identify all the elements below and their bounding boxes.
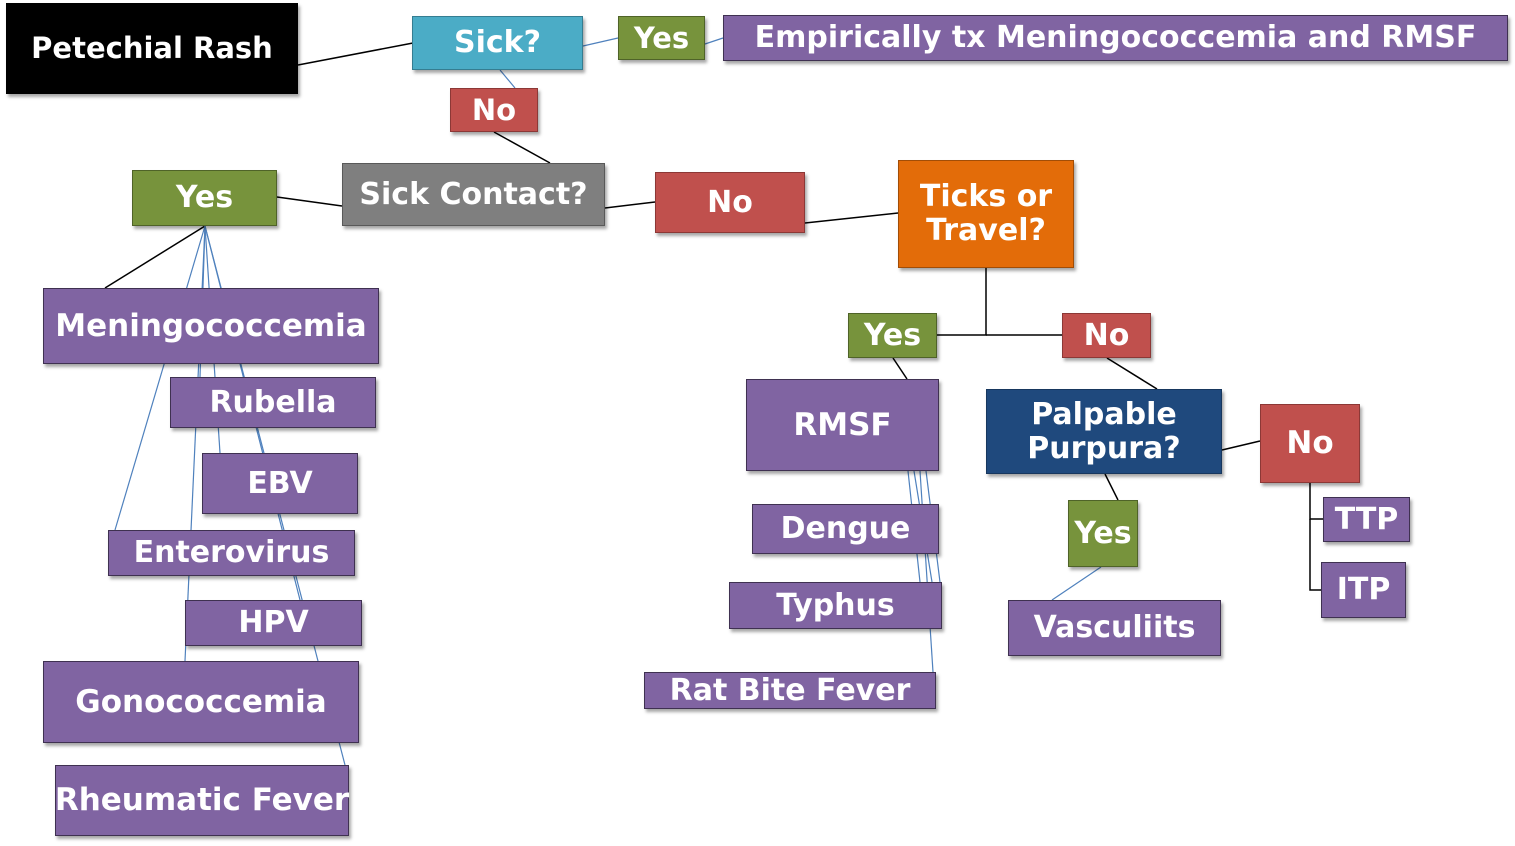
node-sick-yes: Yes — [618, 16, 705, 60]
node-rat-bite-fever: Rat Bite Fever — [644, 672, 936, 709]
node-petechial-rash: Petechial Rash — [6, 3, 298, 94]
connector-contact-yes — [276, 196, 343, 207]
node-itp: ITP — [1321, 562, 1406, 618]
node-ticks-travel-question: Ticks or Travel? — [898, 160, 1074, 268]
node-palpable-no: No — [1260, 404, 1360, 483]
node-ebv: EBV — [202, 453, 358, 514]
node-meningococcemia: Meningococcemia — [43, 288, 379, 364]
node-rheumatic-fever: Rheumatic Fever — [55, 765, 349, 836]
connector-root-sick — [297, 42, 414, 66]
node-enterovirus: Enterovirus — [108, 530, 355, 576]
connector-yes-rmsf — [892, 357, 908, 380]
node-contact-no: No — [655, 172, 805, 233]
connector-rmsf-ratbite — [919, 470, 934, 673]
node-palpable-purpura-question: Palpable Purpura? — [986, 389, 1222, 474]
connector-sick-yes — [582, 37, 619, 47]
connector-sickno-contact — [493, 131, 551, 164]
connector-yes-meningococcemia — [104, 225, 206, 289]
node-ticks-yes: Yes — [848, 313, 937, 358]
connector-contact-no — [604, 201, 656, 209]
node-rmsf: RMSF — [746, 379, 939, 471]
node-sick-no: No — [450, 88, 538, 132]
node-ttp: TTP — [1323, 497, 1410, 542]
node-sick-question: Sick? — [412, 16, 583, 70]
connector-yes-enterovirus — [114, 225, 206, 531]
connector-palpable-yes — [1104, 473, 1119, 501]
connector-yes-empiric — [704, 37, 724, 45]
node-vasculitis: Vasculiits — [1008, 600, 1221, 656]
connector-no-ticks — [804, 212, 899, 224]
connector-no-itp — [1309, 519, 1321, 591]
node-dengue: Dengue — [752, 504, 939, 554]
node-empiric-treatment: Empirically tx Meningococcemia and RMSF — [723, 15, 1508, 61]
node-gonococcemia: Gonococcemia — [43, 661, 359, 743]
connector-yes-vasculitis — [1051, 566, 1102, 601]
node-hpv: HPV — [185, 600, 362, 646]
node-typhus: Typhus — [729, 582, 942, 629]
connector-no-ttp — [1309, 483, 1323, 520]
node-sick-contact-question: Sick Contact? — [342, 163, 605, 226]
connector-sick-no — [499, 69, 516, 89]
connector-ticks-branches — [937, 268, 987, 336]
node-contact-yes: Yes — [132, 170, 277, 226]
node-rubella: Rubella — [170, 377, 376, 428]
connector-palpable-no — [1221, 440, 1261, 451]
node-ticks-no: No — [1062, 313, 1151, 358]
connector-no-palpable — [1106, 357, 1158, 390]
node-palpable-yes: Yes — [1068, 500, 1138, 567]
